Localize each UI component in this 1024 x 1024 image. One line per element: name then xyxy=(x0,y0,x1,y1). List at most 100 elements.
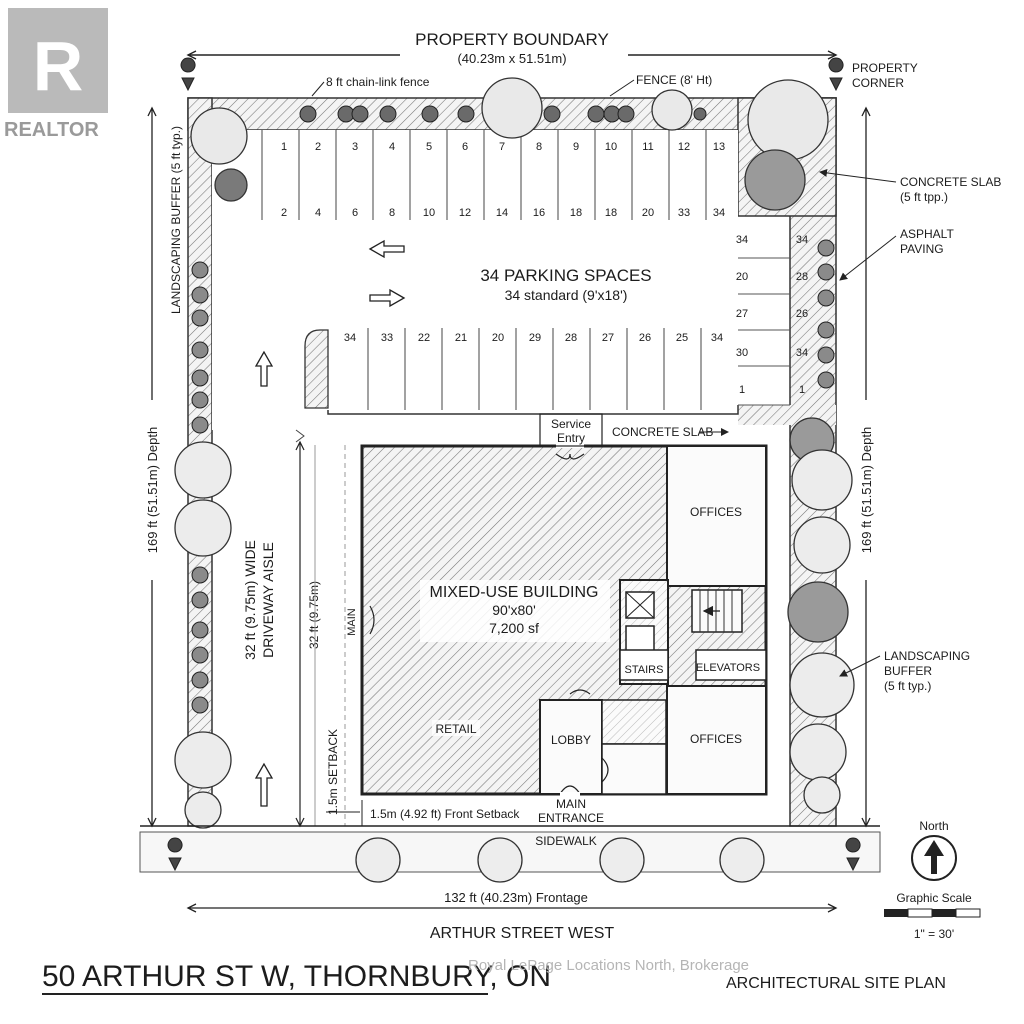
building-name: MIXED-USE BUILDING xyxy=(430,584,599,601)
scale-label: Graphic Scale xyxy=(896,891,972,905)
stairs-label: STAIRS xyxy=(625,664,664,676)
stall-label: 11 xyxy=(642,141,653,153)
offices-top-label: OFFICES xyxy=(690,505,742,519)
service-entry-label: Service xyxy=(551,417,591,431)
realtor-logo: R REALTOR xyxy=(4,8,108,141)
frontage-label: 132 ft (40.23m) Frontage xyxy=(444,890,588,905)
stall-label: 13 xyxy=(713,141,725,153)
traffic-arrow-up-icon xyxy=(254,762,274,807)
main-entrance-label: MAIN xyxy=(556,797,586,811)
scale-ratio: 1" = 30' xyxy=(914,927,954,941)
svg-text:CORNER: CORNER xyxy=(852,76,904,90)
depth-left-label: 169 ft (51.51m) Depth xyxy=(145,427,160,553)
stall-label: 34 xyxy=(796,234,808,246)
island-curb xyxy=(304,329,329,409)
elevators-label: ELEVATORS xyxy=(696,662,760,674)
stall-label: 6 xyxy=(352,207,358,219)
svg-text:(5 ft tpp.): (5 ft tpp.) xyxy=(900,190,948,204)
stall-label: 34 xyxy=(736,234,748,246)
side-setback-label: 1.5m SETBACK xyxy=(326,729,340,815)
stall-label: 2 xyxy=(281,207,287,219)
stall-label: 26 xyxy=(639,332,651,344)
street-trees xyxy=(355,837,765,883)
stall-label: 20 xyxy=(736,271,748,283)
front-setback-label: 1.5m (4.92 ft) Front Setback xyxy=(370,807,520,821)
stall-label: 8 xyxy=(536,141,542,153)
stall-label: 20 xyxy=(642,207,654,219)
stall-label: 21 xyxy=(455,332,467,344)
address-title: 50 ARTHUR ST W, THORNBURY, ON xyxy=(42,960,551,993)
concrete-slab-mid-label: CONCRETE SLAB xyxy=(612,425,713,439)
main-side-label: MAIN xyxy=(346,608,358,636)
svg-text:PAVING: PAVING xyxy=(900,242,944,256)
svg-text:ENTRANCE: ENTRANCE xyxy=(538,811,604,825)
svg-text:R: R xyxy=(33,27,84,105)
parking-title: 34 PARKING SPACES xyxy=(480,266,651,285)
trees-top xyxy=(190,77,829,211)
stall-label: 29 xyxy=(529,332,541,344)
parking-row-lower xyxy=(367,328,702,410)
trees-right xyxy=(787,417,855,814)
stall-label: 28 xyxy=(796,271,808,283)
building-size: 90'x80' xyxy=(492,602,536,618)
landscaping-buffer-left-label: LANDSCAPING BUFFER (5 ft typ.) xyxy=(169,126,183,314)
street-name: ARTHUR STREET WEST xyxy=(430,925,615,942)
stall-label: 2 xyxy=(315,141,321,153)
driveway-width-label: 32 ft (9.75m) WIDE xyxy=(242,540,258,660)
shrubs-right xyxy=(817,239,835,389)
graphic-scale xyxy=(884,908,981,918)
svg-text:REALTOR: REALTOR xyxy=(4,119,99,141)
stall-label: 34 xyxy=(344,332,356,344)
north-label: North xyxy=(919,819,948,833)
sidewalk-label: SIDEWALK xyxy=(535,834,597,848)
asphalt-paving-label: ASPHALT xyxy=(900,227,954,241)
stall-label: 20 xyxy=(492,332,504,344)
concrete-slab-label: CONCRETE SLAB xyxy=(900,175,1001,189)
stall-label: 1 xyxy=(739,384,745,396)
lobby-label: LOBBY xyxy=(551,733,591,747)
boundary-title: PROPERTY BOUNDARY xyxy=(415,30,609,49)
stall-label: 8 xyxy=(389,207,395,219)
chainlink-fence-label: 8 ft chain-link fence xyxy=(326,75,430,89)
retail-label: RETAIL xyxy=(435,722,476,736)
stall-label: 6 xyxy=(462,141,468,153)
stall-label: 34 xyxy=(796,347,808,359)
stall-label: 27 xyxy=(602,332,614,344)
stall-label: 4 xyxy=(389,141,395,153)
stall-label: 1 xyxy=(799,384,805,396)
aisle-dimension-label: 32 ft (9.75m) xyxy=(307,581,321,649)
stall-label: 26 xyxy=(796,308,808,320)
parking-subtitle: 34 standard (9'x18') xyxy=(505,287,628,303)
traffic-arrow-right-icon xyxy=(369,288,406,308)
stall-label: 34 xyxy=(711,332,723,344)
shrubs-top xyxy=(299,105,707,123)
stall-label: 30 xyxy=(736,347,748,359)
stall-label: 12 xyxy=(678,141,690,153)
stall-label: 28 xyxy=(565,332,577,344)
stall-label: 34 xyxy=(713,207,725,219)
depth-right-label: 169 ft (51.51m) Depth xyxy=(859,427,874,553)
stall-label: 4 xyxy=(315,207,321,219)
stall-label: 14 xyxy=(496,207,508,219)
stall-label: 33 xyxy=(381,332,393,344)
corner-pin-icon xyxy=(167,57,861,872)
stall-label: 12 xyxy=(459,207,471,219)
stall-label: 25 xyxy=(676,332,688,344)
svg-text:BUFFER: BUFFER xyxy=(884,664,932,678)
stall-label: 18 xyxy=(605,207,617,219)
building-area: 7,200 sf xyxy=(489,620,539,636)
traffic-arrow-left-icon xyxy=(368,239,405,259)
fence-label: FENCE (8' Ht) xyxy=(636,73,712,87)
stall-label: 5 xyxy=(426,141,432,153)
stall-label: 9 xyxy=(573,141,579,153)
stall-label: 10 xyxy=(423,207,435,219)
svg-text:(5 ft typ.): (5 ft typ.) xyxy=(884,679,931,693)
svg-text:Entry: Entry xyxy=(557,431,585,445)
stall-label: 33 xyxy=(678,207,690,219)
stall-label: 3 xyxy=(352,141,358,153)
traffic-arrow-up-icon xyxy=(254,350,274,387)
landscaping-buffer-label: LANDSCAPING xyxy=(884,649,970,663)
stall-label: 27 xyxy=(736,308,748,320)
boundary-dims: (40.23m x 51.51m) xyxy=(457,51,566,66)
